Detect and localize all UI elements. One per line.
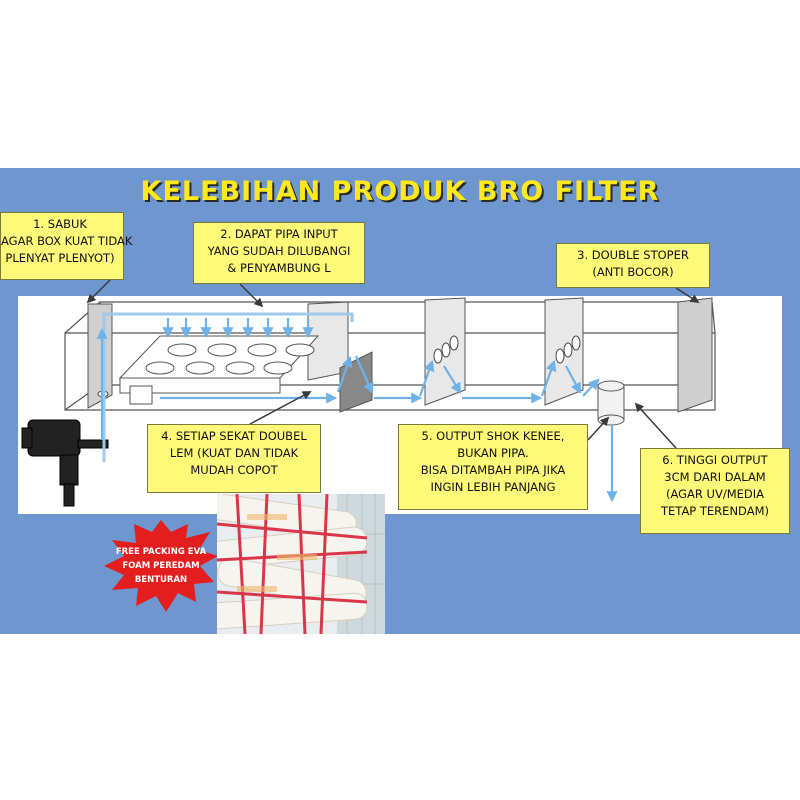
- callout-text: INGIN LEBIH PANJANG: [430, 480, 556, 494]
- callout-text: BUKAN PIPA.: [457, 446, 529, 460]
- callout-text: 6. TINGGI OUTPUT: [662, 453, 768, 467]
- callout-text: 1. SABUK: [33, 217, 87, 231]
- callout-text: 4. SETIAP SEKAT DOUBEL: [161, 429, 307, 443]
- callout-text: YANG SUDAH DILUBANGI: [207, 244, 351, 258]
- star-burst: [104, 520, 218, 612]
- callout-text: (AGAR UV/MEDIA: [665, 487, 765, 501]
- media-tray: [118, 335, 320, 405]
- badge-text: FREE PACKING EVA: [115, 547, 207, 557]
- callout-text: BISA DITAMBAH PIPA JIKA: [420, 463, 566, 477]
- callout-text: LEM (KUAT DAN TIDAK: [169, 446, 299, 460]
- flow-arrow: [96, 318, 618, 503]
- badge-text: BENTURAN: [134, 575, 188, 585]
- packing-photo: [217, 494, 385, 634]
- callout-text: & PENYAMBUNG L: [227, 261, 331, 275]
- callout-text: AGAR BOX KUAT TIDAK: [1, 234, 133, 248]
- callout-text: 3. DOUBLE STOPER: [577, 248, 689, 262]
- callout-3-double-stopper: 3. DOUBLE STOPER (ANTI BOCOR): [556, 243, 710, 288]
- leader-lines: [86, 279, 700, 449]
- callout-text: PLENYAT PLENYOT): [5, 251, 115, 265]
- callout-5-output-elbow: 5. OUTPUT SHOK KENEE, BUKAN PIPA. BISA D…: [398, 424, 588, 510]
- callout-text: (ANTI BOCOR): [592, 265, 674, 279]
- callout-text: 3CM DARI DALAM: [664, 470, 766, 484]
- input-pipe: [102, 312, 354, 462]
- callout-6-output-height: 6. TINGGI OUTPUT 3CM DARI DALAM (AGAR UV…: [640, 448, 790, 534]
- badge-text: FOAM PEREDAM: [122, 561, 200, 571]
- free-packing-badge: FREE PACKING EVA FOAM PEREDAM BENTURAN: [108, 545, 214, 587]
- output-nozzle: [597, 380, 625, 426]
- partitions: [87, 297, 713, 413]
- page-title: KELEBIHAN PRODUK BRO FILTER: [140, 176, 660, 207]
- callout-text: MUDAH COPOT: [190, 463, 278, 477]
- pump-icon: [21, 419, 109, 507]
- callout-2-input-pipe: 2. DAPAT PIPA INPUT YANG SUDAH DILUBANGI…: [193, 222, 365, 284]
- callout-4-double-glue: 4. SETIAP SEKAT DOUBEL LEM (KUAT DAN TID…: [147, 424, 321, 493]
- callout-text: 5. OUTPUT SHOK KENEE,: [421, 429, 565, 443]
- callout-text: TETAP TERENDAM): [661, 504, 769, 518]
- callout-1-belt: 1. SABUK AGAR BOX KUAT TIDAK PLENYAT PLE…: [0, 212, 133, 280]
- callout-text: 2. DAPAT PIPA INPUT: [220, 227, 338, 241]
